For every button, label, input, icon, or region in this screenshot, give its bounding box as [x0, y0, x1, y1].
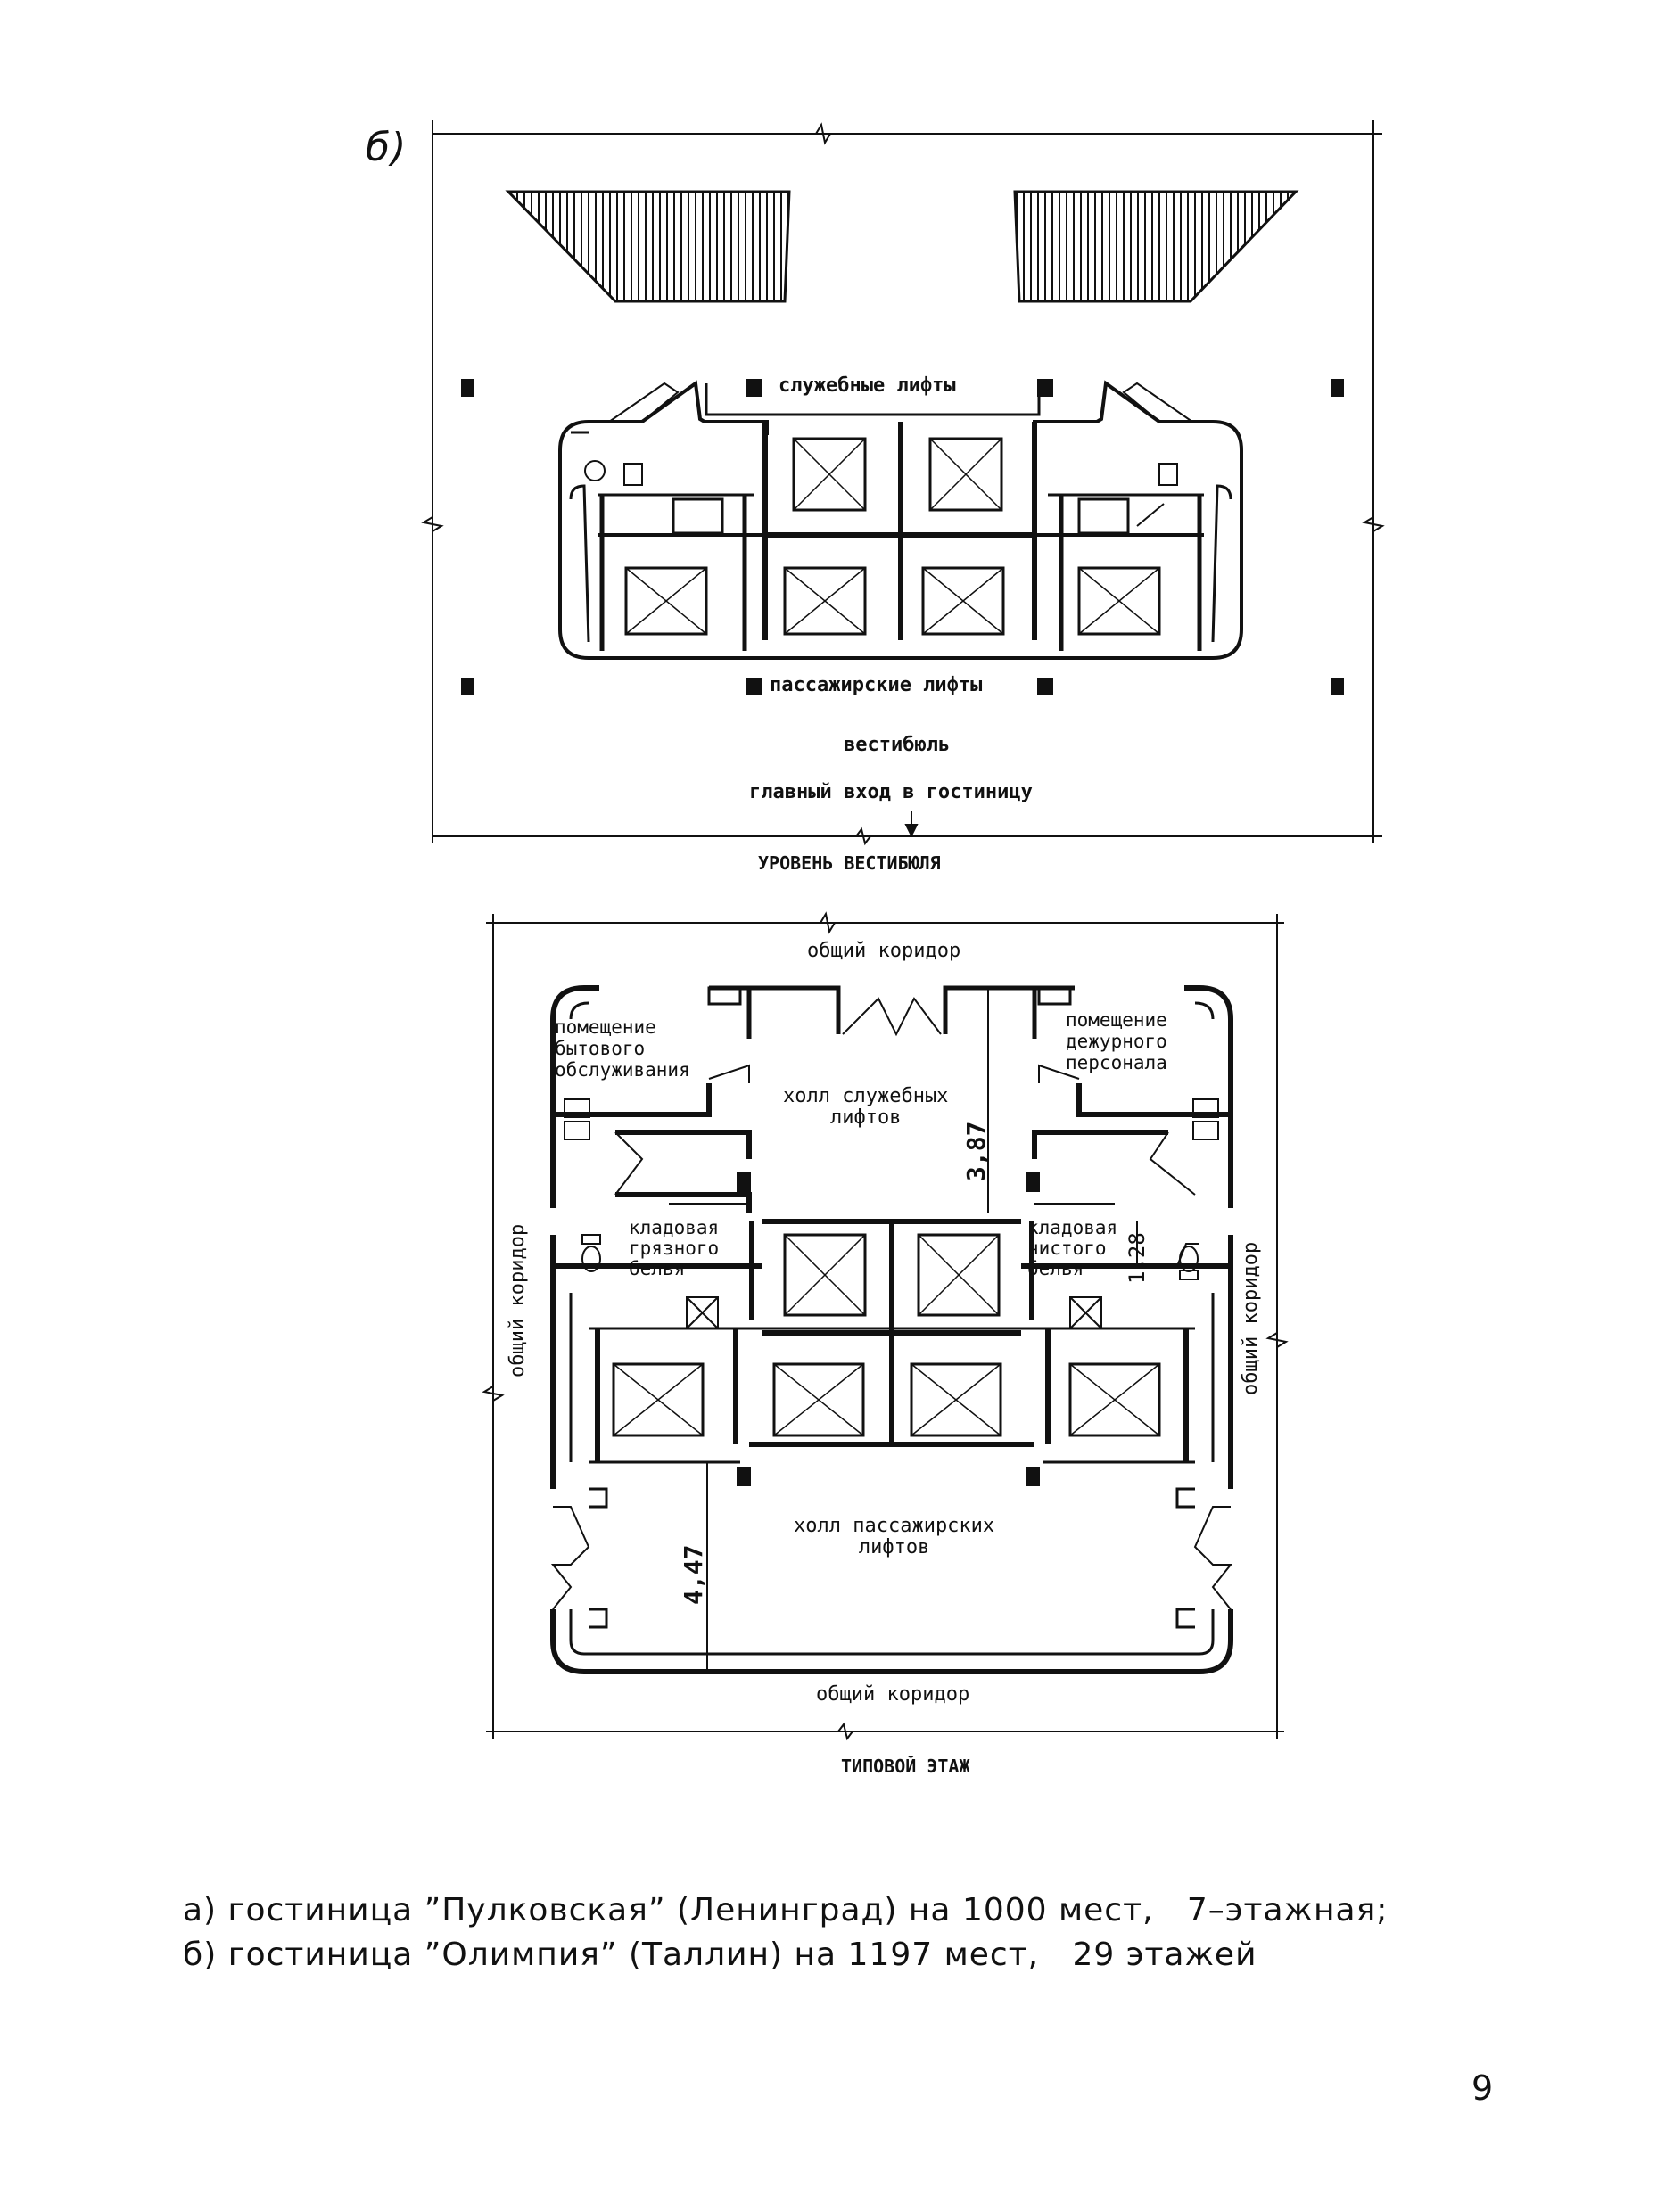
label-household-service-room: помещение бытового обслуживания: [555, 1016, 690, 1081]
label-service-lift-hall: холл служебных лифтов: [783, 1085, 949, 1129]
escalator-right: [1013, 190, 1299, 303]
floor-dimension-lines: [482, 911, 1289, 1741]
lobby-level-plan: [421, 120, 1385, 846]
lobby-columns: [461, 379, 1344, 695]
passenger-lift: [921, 566, 1005, 636]
passenger-lift: [1068, 1362, 1161, 1437]
label-corridor-top: общий коридор: [807, 940, 961, 962]
dimension-3-87: 3,87: [961, 1121, 991, 1181]
passenger-lift: [783, 566, 867, 636]
typical-floor-plan: [482, 911, 1289, 1741]
label-clean-linen-store: кладовая чистого белья: [1027, 1217, 1118, 1279]
label-duty-staff-room: помещение дежурного персонала: [1066, 1009, 1167, 1073]
lobby-lifts: [624, 437, 1161, 636]
service-lift: [928, 437, 1003, 512]
caption-line-a: а) гостиница ”Пулковская” (Ленинград) на…: [183, 1892, 1389, 1928]
floor-columns: [737, 1172, 1040, 1486]
page-number: 9: [1471, 2068, 1495, 2108]
dimension-1-28: 1,28: [1125, 1232, 1150, 1284]
passenger-lift: [772, 1362, 865, 1437]
passenger-lift: [612, 1362, 705, 1437]
label-corridor-left: общий коридор: [507, 1223, 529, 1377]
linen-chute: [686, 1296, 719, 1329]
label-dirty-linen-store: кладовая грязного белья: [629, 1217, 720, 1279]
passenger-lift: [910, 1362, 1002, 1437]
lobby-core: [558, 380, 1243, 660]
service-lift: [917, 1233, 1001, 1317]
typical-floor-title: ТИПОВОЙ ЭТАЖ: [841, 1756, 970, 1777]
passenger-lift: [1077, 566, 1161, 636]
floor-outer-walls: [550, 985, 1233, 1674]
floor-small-objects: [564, 1098, 1219, 1329]
label-corridor-right: общий коридор: [1240, 1241, 1262, 1395]
floor-side-doors: [550, 1487, 1233, 1629]
label-passenger-lift-hall: холл пассажирских лифтов: [794, 1515, 995, 1558]
label-passenger-lifts: пассажирские лифты: [770, 674, 983, 696]
floor-partitions: [551, 1083, 1232, 1489]
lobby-plan-title: УРОВЕНЬ ВЕСТИБЮЛЯ: [758, 852, 941, 874]
lobby-dimension-lines: [421, 120, 1385, 846]
label-corridor-bottom: общий коридор: [816, 1683, 970, 1706]
floor-internal-dimensions: [698, 987, 1138, 1673]
service-lift: [783, 1233, 867, 1317]
escalator-left: [505, 190, 791, 303]
label-vestibule: вестибюль: [844, 734, 951, 756]
label-main-entrance: главный вход в гостиницу: [749, 781, 1033, 803]
dimension-4-47: 4,47: [679, 1544, 708, 1605]
floor-lifts: [612, 1233, 1161, 1437]
entrance-arrow: [904, 811, 919, 838]
panel-marker: б): [366, 125, 408, 170]
passenger-lift: [624, 566, 708, 636]
caption-line-b: б) гостиница ”Олимпия” (Таллин) на 1197 …: [183, 1937, 1257, 1973]
linen-chute: [1069, 1296, 1102, 1329]
label-service-lifts: служебные лифты: [779, 374, 956, 397]
floor-door-swings: [614, 1064, 1199, 1267]
service-lift: [792, 437, 867, 512]
